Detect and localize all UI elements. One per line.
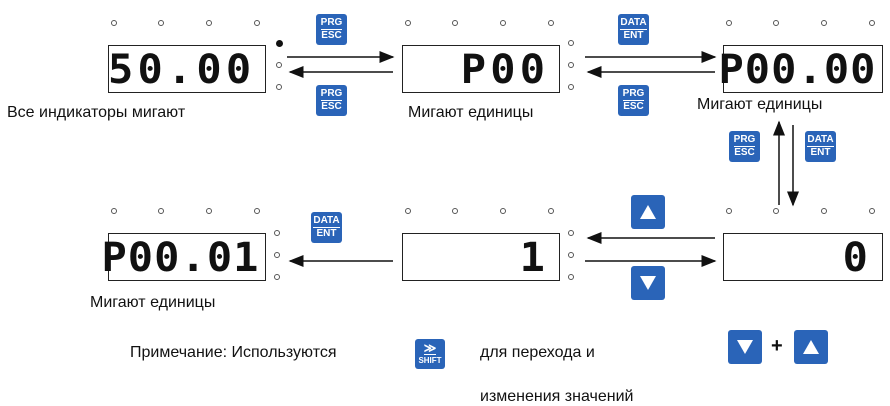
display-panel-6: 0 bbox=[723, 208, 890, 288]
indicator-led bbox=[500, 20, 506, 26]
lcd-value: P00.01 bbox=[100, 235, 259, 281]
display-panel-4: P00.01 bbox=[101, 208, 288, 288]
data-ent-key[interactable]: DATA ENT bbox=[805, 131, 836, 162]
note-suffix: для перехода и bbox=[480, 344, 595, 361]
indicator-led-on bbox=[276, 40, 283, 47]
indicator-led bbox=[869, 20, 875, 26]
prg-label: PRG bbox=[733, 134, 756, 147]
ent-label: ENT bbox=[316, 228, 337, 239]
indicator-led bbox=[158, 20, 164, 26]
prg-label: PRG bbox=[320, 88, 343, 101]
indicator-led bbox=[773, 20, 779, 26]
lcd-screen: P00 bbox=[402, 45, 560, 93]
lcd-screen: 50.00 bbox=[108, 45, 266, 93]
lcd-value: 1 bbox=[519, 235, 549, 281]
esc-label: ESC bbox=[734, 147, 755, 158]
shift-key[interactable]: ≫ SHIFT bbox=[415, 339, 445, 369]
indicator-led bbox=[158, 208, 164, 214]
esc-label: ESC bbox=[321, 30, 342, 41]
indicator-led bbox=[568, 252, 574, 258]
display-panel-2: P00 bbox=[402, 20, 582, 100]
indicator-led bbox=[821, 20, 827, 26]
lcd-value: P00.00 bbox=[717, 47, 876, 93]
indicator-led bbox=[568, 40, 574, 46]
up-triangle-icon bbox=[640, 205, 656, 219]
esc-label: ESC bbox=[321, 101, 342, 112]
indicator-led bbox=[452, 20, 458, 26]
display-panel-3: P00.00 bbox=[718, 20, 890, 100]
down-triangle-icon bbox=[737, 340, 753, 354]
indicator-led bbox=[548, 208, 554, 214]
prg-esc-key[interactable]: PRG ESC bbox=[618, 85, 649, 116]
prg-label: PRG bbox=[320, 17, 343, 30]
lcd-value: 50.00 bbox=[107, 47, 255, 93]
indicator-led bbox=[500, 208, 506, 214]
prg-esc-key[interactable]: PRG ESC bbox=[316, 14, 347, 45]
down-triangle-icon bbox=[640, 276, 656, 290]
indicator-led bbox=[773, 208, 779, 214]
indicator-led bbox=[254, 20, 260, 26]
indicator-led bbox=[452, 208, 458, 214]
indicator-led bbox=[206, 20, 212, 26]
data-label: DATA bbox=[807, 134, 834, 147]
lcd-screen: P00.00 bbox=[718, 45, 883, 93]
lcd-value: P00 bbox=[460, 47, 549, 93]
indicator-led bbox=[568, 62, 574, 68]
indicator-led bbox=[405, 208, 411, 214]
caption-units-blink: Мигают единицы bbox=[697, 96, 823, 113]
data-ent-key[interactable]: DATA ENT bbox=[618, 14, 649, 45]
caption-all-blink: Все индикаторы мигают bbox=[7, 104, 186, 121]
indicator-led bbox=[274, 274, 280, 280]
data-label: DATA bbox=[313, 215, 340, 228]
esc-label: ESC bbox=[623, 101, 644, 112]
indicator-led bbox=[274, 230, 280, 236]
up-key[interactable] bbox=[794, 330, 828, 364]
indicator-led bbox=[111, 208, 117, 214]
ent-label: ENT bbox=[623, 30, 644, 41]
data-ent-key[interactable]: DATA ENT bbox=[311, 212, 342, 243]
indicator-led bbox=[568, 274, 574, 280]
indicator-led bbox=[206, 208, 212, 214]
indicator-led bbox=[254, 208, 260, 214]
indicator-led bbox=[274, 252, 280, 258]
lcd-screen: 1 bbox=[402, 233, 560, 281]
indicator-led bbox=[726, 20, 732, 26]
up-triangle-icon bbox=[803, 340, 819, 354]
lcd-screen: 0 bbox=[723, 233, 883, 281]
indicator-led bbox=[869, 208, 875, 214]
lcd-screen: P00.01 bbox=[101, 233, 266, 281]
caption-units-blink: Мигают единицы bbox=[408, 104, 534, 121]
prg-esc-key[interactable]: PRG ESC bbox=[729, 131, 760, 162]
indicator-led bbox=[821, 208, 827, 214]
indicator-led bbox=[548, 20, 554, 26]
indicator-led bbox=[405, 20, 411, 26]
indicator-led bbox=[568, 84, 574, 90]
prg-esc-key[interactable]: PRG ESC bbox=[316, 85, 347, 116]
indicator-led bbox=[726, 208, 732, 214]
display-panel-1: 50.00 bbox=[108, 20, 288, 100]
prg-label: PRG bbox=[622, 88, 645, 101]
indicator-led bbox=[276, 84, 282, 90]
indicator-led bbox=[568, 230, 574, 236]
lcd-value: 0 bbox=[842, 235, 872, 281]
ent-label: ENT bbox=[810, 147, 831, 158]
data-label: DATA bbox=[620, 17, 647, 30]
display-panel-5: 1 bbox=[402, 208, 582, 288]
plus-sign: + bbox=[771, 335, 783, 357]
up-key[interactable] bbox=[631, 195, 665, 229]
down-key[interactable] bbox=[728, 330, 762, 364]
indicator-led bbox=[111, 20, 117, 26]
caption-units-blink: Мигают единицы bbox=[90, 294, 216, 311]
indicator-led bbox=[276, 62, 282, 68]
note-prefix: Примечание: Используются bbox=[130, 344, 337, 361]
shift-icon: ≫ bbox=[423, 340, 437, 355]
shift-label: SHIFT bbox=[418, 355, 442, 365]
down-key[interactable] bbox=[631, 266, 665, 300]
note-line-2: изменения значений bbox=[480, 388, 634, 405]
